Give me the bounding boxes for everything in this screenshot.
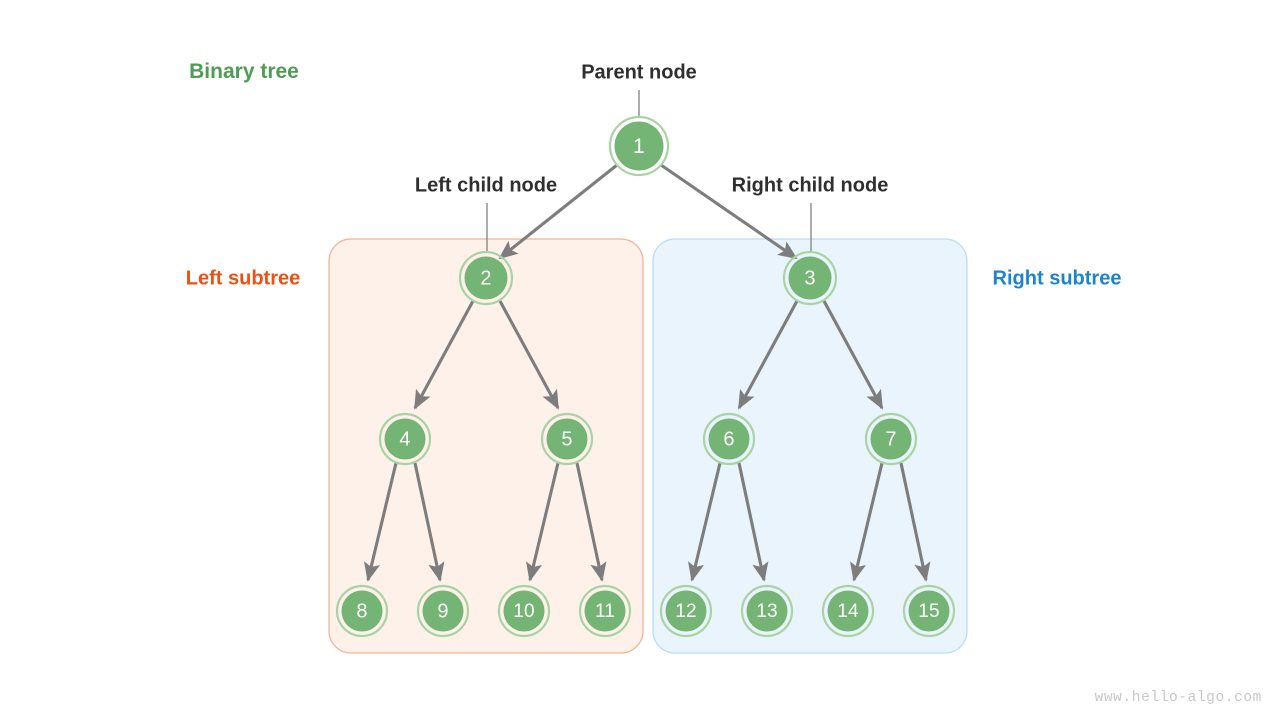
node-6[interactable] xyxy=(702,412,756,466)
edge-6-13 xyxy=(737,462,769,582)
edge-3-7 xyxy=(822,300,884,410)
node-11[interactable] xyxy=(578,584,632,638)
edge-2-5 xyxy=(498,300,560,410)
edge-7-14 xyxy=(850,462,884,582)
right-subtree-region xyxy=(652,238,968,654)
edge-1-3 xyxy=(660,163,798,260)
edge-4-9 xyxy=(413,462,445,582)
subtree-regions xyxy=(328,238,968,654)
tree-nodes xyxy=(335,115,956,638)
node-7[interactable] xyxy=(864,412,918,466)
node-9[interactable] xyxy=(416,584,470,638)
edge-1-2 xyxy=(498,163,618,260)
node-13[interactable] xyxy=(740,584,794,638)
node-1[interactable] xyxy=(608,115,670,177)
edge-2-4 xyxy=(413,300,475,410)
node-4[interactable] xyxy=(378,412,432,466)
edge-5-11 xyxy=(575,462,607,582)
edge-4-8 xyxy=(364,462,398,582)
edge-6-12 xyxy=(688,462,722,582)
node-10[interactable] xyxy=(497,584,551,638)
node-15[interactable] xyxy=(902,584,956,638)
node-3[interactable] xyxy=(782,250,838,306)
edge-5-10 xyxy=(526,462,560,582)
node-12[interactable] xyxy=(659,584,713,638)
edge-7-15 xyxy=(899,462,931,582)
node-5[interactable] xyxy=(540,412,594,466)
node-2[interactable] xyxy=(458,250,514,306)
watermark: www.hello-algo.com xyxy=(1094,690,1262,706)
node-8[interactable] xyxy=(335,584,389,638)
tree-edges xyxy=(364,163,931,582)
callout-leader-lines xyxy=(486,90,812,251)
left-subtree-region xyxy=(328,238,644,654)
edge-3-6 xyxy=(737,300,799,410)
node-14[interactable] xyxy=(821,584,875,638)
